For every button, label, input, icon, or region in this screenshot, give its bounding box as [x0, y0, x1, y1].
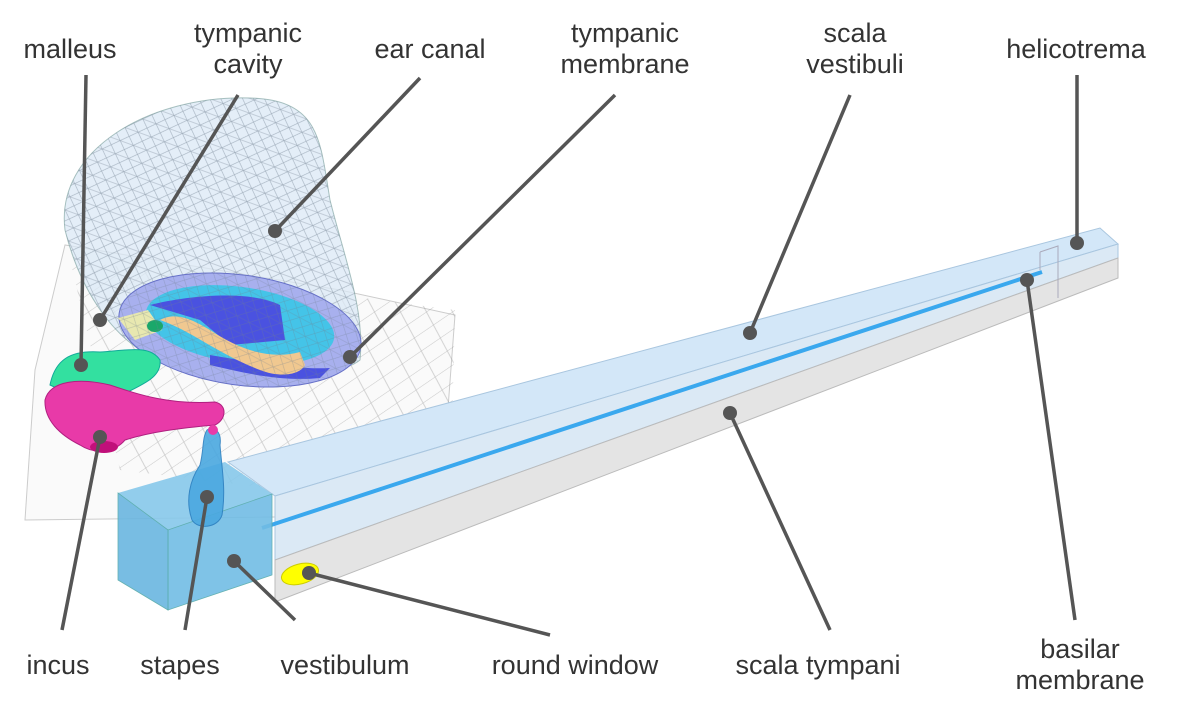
tympanic-membrane	[118, 272, 362, 388]
label-line: tympanic	[193, 18, 303, 48]
stapes	[188, 427, 225, 527]
label-line: scala	[823, 18, 887, 48]
label-line: membrane	[560, 49, 690, 79]
label-line: cavity	[213, 49, 283, 79]
scala-tympani-front	[274, 257, 1119, 603]
label-malleus: malleus	[23, 34, 117, 64]
label-helicotrema: helicotrema	[1006, 34, 1146, 64]
cochlea-box	[226, 227, 1120, 603]
label-vestibulum: vestibulum	[280, 650, 410, 680]
label-round-window: round window	[491, 650, 659, 680]
basilar-membrane	[261, 270, 1043, 530]
label-line: basilar	[1040, 634, 1120, 664]
label-line: vestibuli	[806, 49, 904, 79]
leader-lines	[60, 74, 1084, 637]
label-scala-tympani: scala tympani	[735, 650, 901, 680]
label-incus: incus	[26, 650, 90, 680]
label-line: membrane	[1015, 665, 1145, 695]
label-stapes: stapes	[140, 650, 220, 680]
incus	[44, 380, 225, 452]
label-line: tympanic	[570, 18, 680, 48]
label-ear-canal: ear canal	[374, 34, 486, 64]
